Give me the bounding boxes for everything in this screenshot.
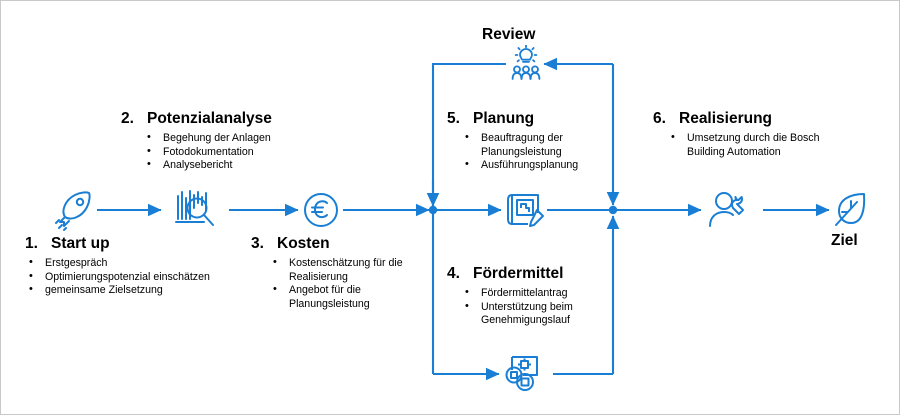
list-item: gemeinsame Zielsetzung	[25, 283, 240, 298]
euro-coin-icon	[301, 190, 341, 235]
step-6-block: 6. Realisierung Umsetzung durch die Bosc…	[653, 110, 833, 159]
step-1-title: 1. Start up	[25, 235, 240, 253]
step-6-bullets: Umsetzung durch die Bosch Building Autom…	[653, 131, 833, 159]
step-1-bullets: Erstgespräch Optimierungspotenzial einsc…	[25, 256, 240, 298]
list-item: Ausführungsplanung	[461, 158, 612, 173]
step-5-title: 5. Planung	[447, 110, 612, 128]
funding-coins-icon	[501, 353, 547, 400]
list-item: Fördermittelantrag	[461, 286, 612, 301]
step-1-number: 1.	[25, 235, 38, 252]
step-3-bullets: Kostenschätzung für die Realisierung Ang…	[251, 256, 411, 311]
step-2-block: 2. Potenzialanalyse Begehung der Anlagen…	[121, 110, 336, 173]
list-item: Begehung der Anlagen	[143, 131, 336, 146]
list-item: Analysebericht	[143, 158, 336, 173]
list-item: Beauftragung der Planungsleistung	[461, 131, 612, 159]
list-item: Angebot für die Planungsleistung	[269, 283, 411, 311]
step-3-title-text: Kosten	[277, 235, 330, 252]
step-5-block: 5. Planung Beauftragung der Planungsleis…	[447, 110, 612, 173]
step-2-number: 2.	[121, 110, 134, 127]
bar-chart-magnifier-icon	[173, 189, 219, 236]
step-2-title: 2. Potenzialanalyse	[121, 110, 336, 128]
step-4-title-text: Fördermittel	[473, 265, 564, 282]
step-5-title-text: Planung	[473, 110, 535, 127]
step-4-block: 4. Fördermittel Fördermittelantrag Unter…	[447, 265, 612, 328]
step-2-bullets: Begehung der Anlagen Fotodokumentation A…	[121, 131, 336, 173]
list-item: Fotodokumentation	[143, 145, 336, 160]
step-4-title: 4. Fördermittel	[447, 265, 612, 283]
step-6-number: 6.	[653, 110, 666, 127]
leaf-icon	[831, 191, 871, 234]
step-5-bullets: Beauftragung der Planungsleistung Ausfüh…	[447, 131, 612, 173]
list-item: Unterstützung beim Genehmigungslauf	[461, 300, 612, 328]
step-3-block: 3. Kosten Kostenschätzung für die Realis…	[251, 235, 411, 311]
review-label: Review	[482, 26, 536, 43]
goal-label: Ziel	[831, 232, 858, 249]
list-item: Umsetzung durch die Bosch Building Autom…	[667, 131, 833, 159]
list-item: Kostenschätzung für die Realisierung	[269, 256, 411, 284]
blueprint-pencil-icon	[504, 189, 546, 236]
list-item: Optimierungspotenzial einschätzen	[25, 270, 240, 285]
list-item: Erstgespräch	[25, 256, 240, 271]
step-4-number: 4.	[447, 265, 460, 282]
technician-icon	[706, 190, 752, 235]
rocket-icon	[51, 189, 95, 236]
junction-dot-right	[608, 205, 618, 215]
step-5-number: 5.	[447, 110, 460, 127]
step-6-title-text: Realisierung	[679, 110, 773, 127]
lightbulb-people-icon	[506, 44, 546, 86]
junction-dot-left	[428, 205, 438, 215]
step-6-title: 6. Realisierung	[653, 110, 833, 128]
step-1-block: 1. Start up Erstgespräch Optimierungspot…	[25, 235, 240, 298]
step-1-title-text: Start up	[51, 235, 110, 252]
step-3-title: 3. Kosten	[251, 235, 411, 253]
step-4-bullets: Fördermittelantrag Unterstützung beim Ge…	[447, 286, 612, 328]
step-3-number: 3.	[251, 235, 264, 252]
step-2-title-text: Potenzialanalyse	[147, 110, 272, 127]
